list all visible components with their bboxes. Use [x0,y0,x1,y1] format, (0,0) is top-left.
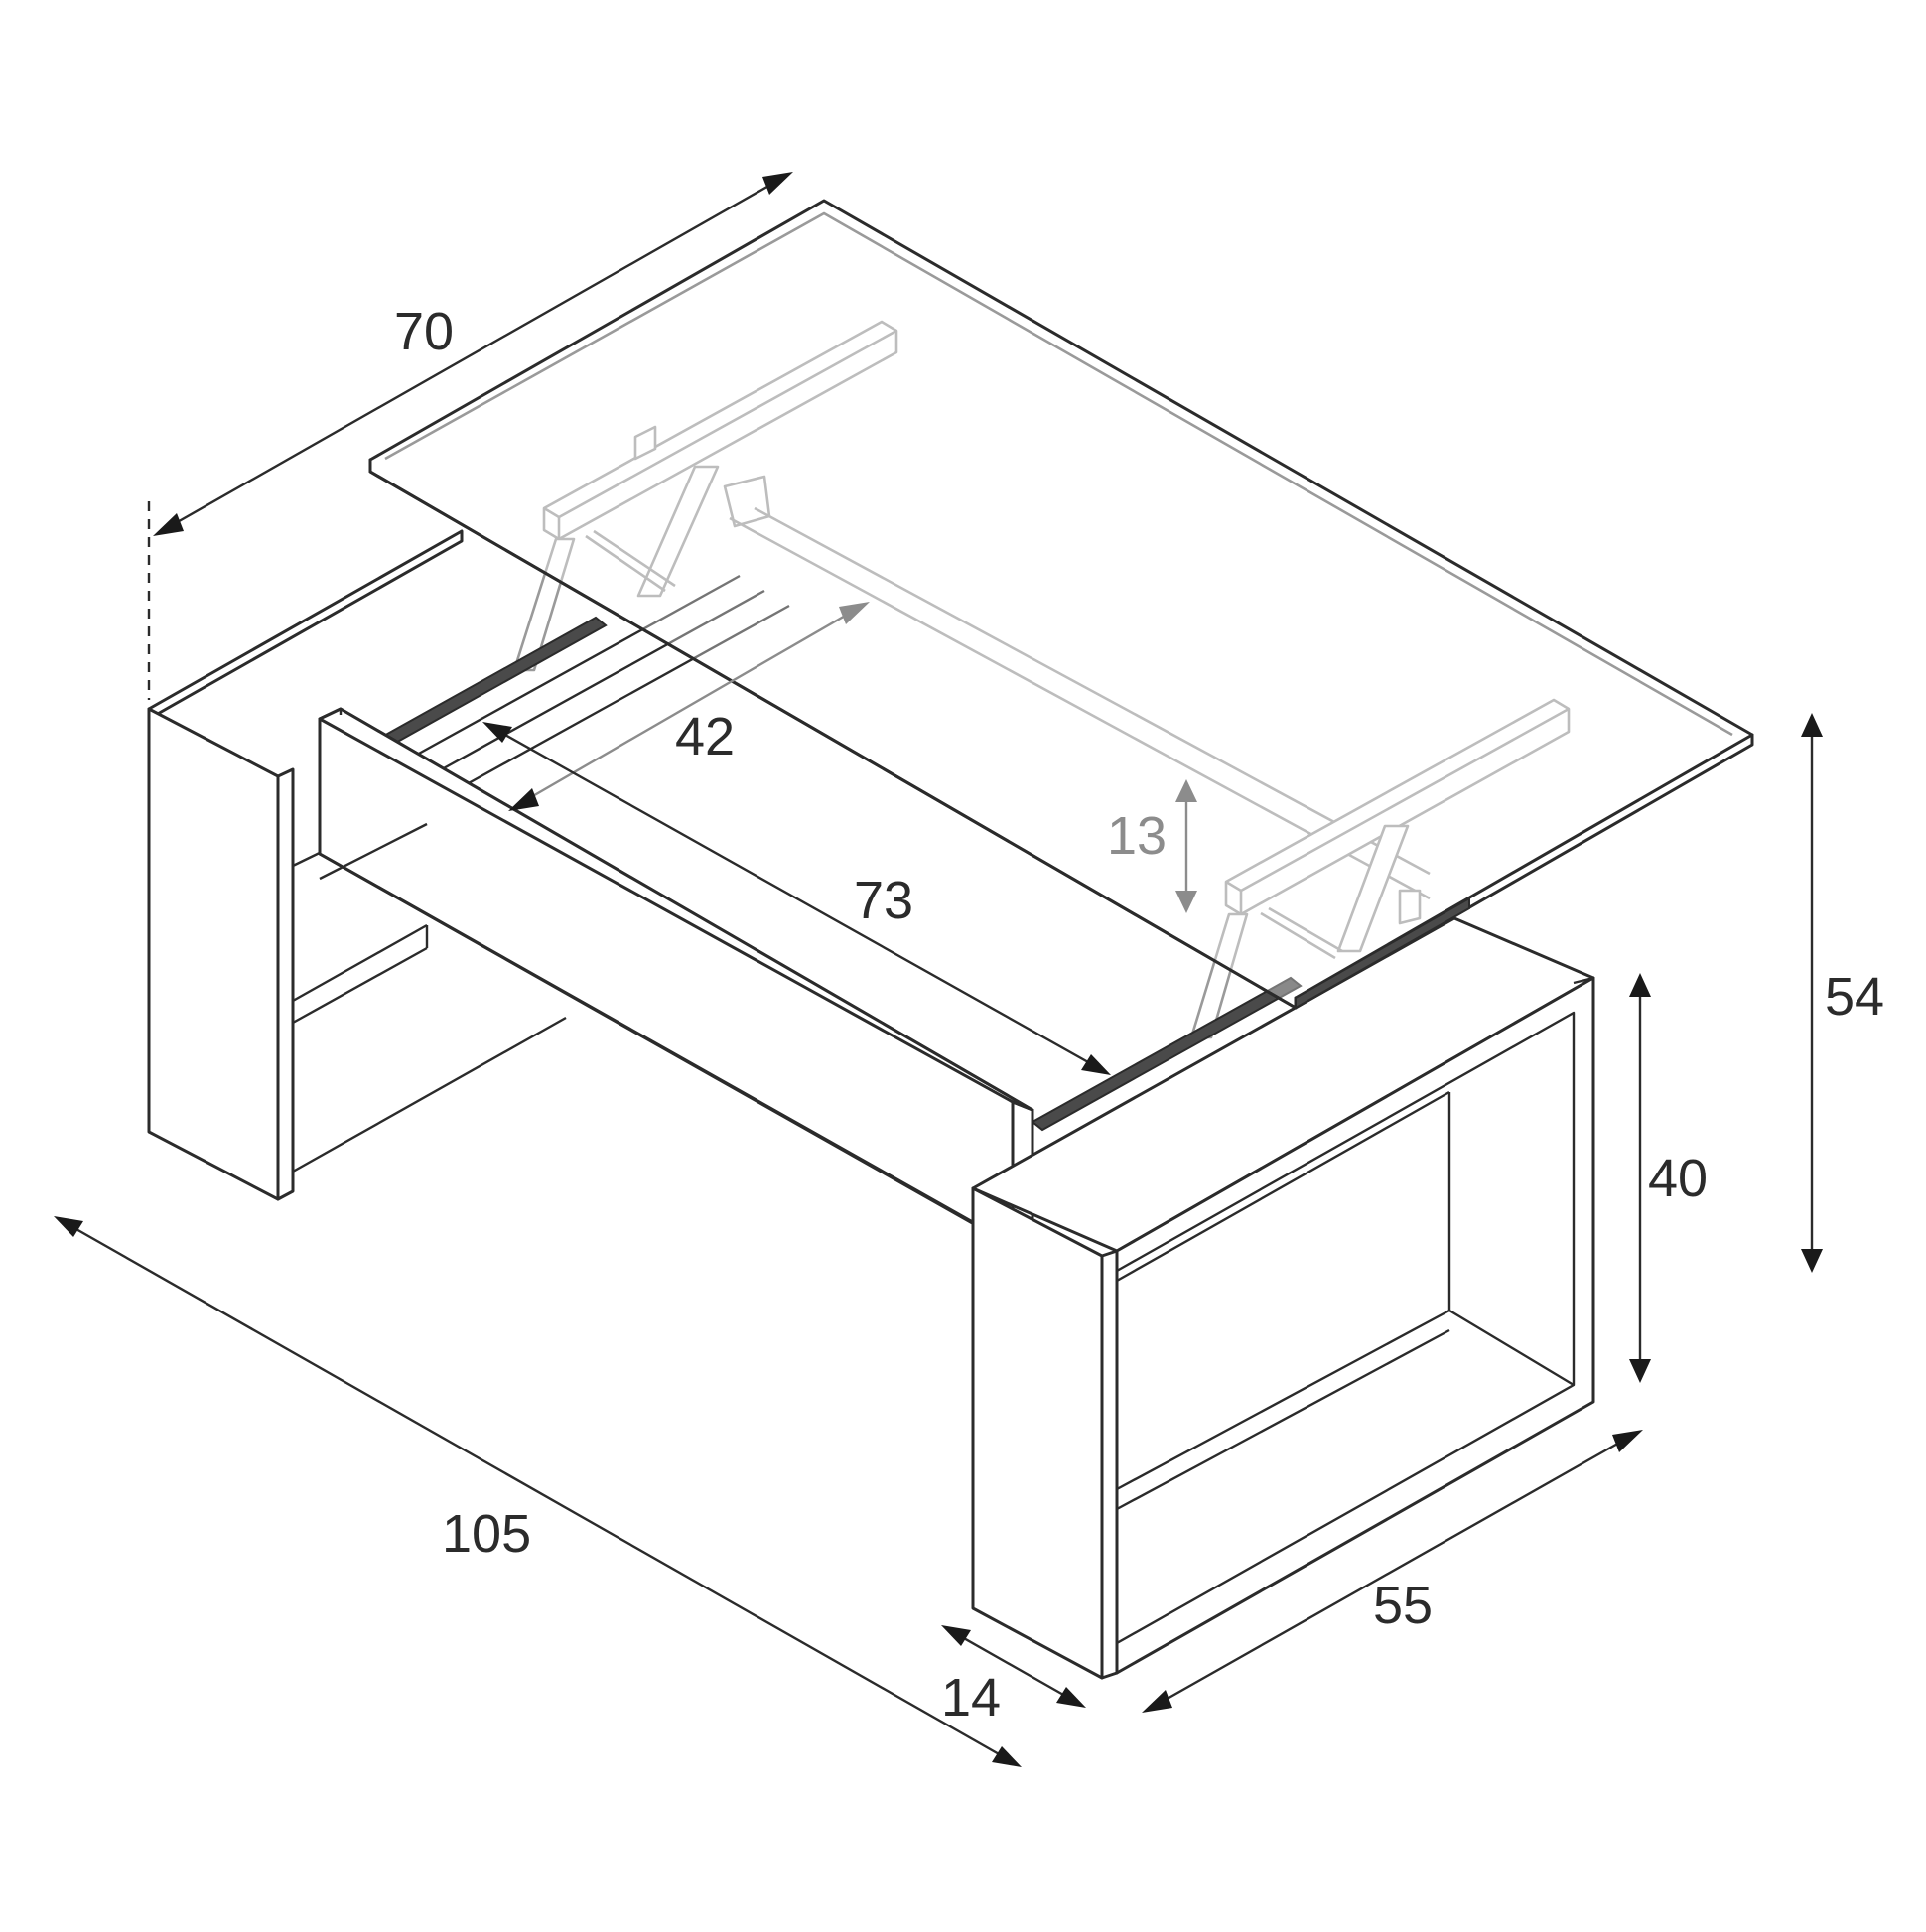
dimension-inner-length: 73 [482,722,1111,1075]
front-scissor-leg [1336,824,1410,953]
label-leg-width: 14 [941,1668,1001,1727]
lift-mechanism-back [512,320,1571,1039]
left-leg-side [147,707,280,1201]
label-lift-height: 13 [1107,806,1167,866]
right-leg [971,916,1595,1680]
dimension-lift-height: 13 [1107,779,1197,913]
label-top-length: 42 [675,707,735,766]
dimension-overall-length: 105 [54,1216,1022,1767]
dimension-table-height: 40 [1629,973,1708,1383]
right-rail [1031,976,1303,1132]
label-table-height: 40 [1648,1149,1708,1208]
dimension-overall-depth: 55 [1142,1430,1643,1713]
dimension-top-length: 42 [508,602,870,811]
glass-lift-top [368,199,1754,1010]
table-body [318,574,1303,1258]
left-leg [147,529,567,1201]
front-arm-bar [1224,698,1571,916]
back-scissor-leg [636,465,720,598]
right-leg-side [971,1186,1104,1680]
back-post [633,425,657,461]
back-arm-bar [542,320,898,541]
label-overall-length: 105 [442,1504,531,1564]
dimension-total-height: 54 [1801,713,1884,1273]
label-overall-depth: 55 [1373,1576,1433,1635]
dimension-leg-width: 14 [941,1625,1086,1727]
left-leg-top [147,529,464,721]
right-leg-front [1115,976,1595,1675]
label-total-height: 54 [1825,967,1884,1027]
label-width: 70 [394,302,454,361]
label-inner-length: 73 [854,871,913,930]
dimension-width: 70 [147,172,793,700]
